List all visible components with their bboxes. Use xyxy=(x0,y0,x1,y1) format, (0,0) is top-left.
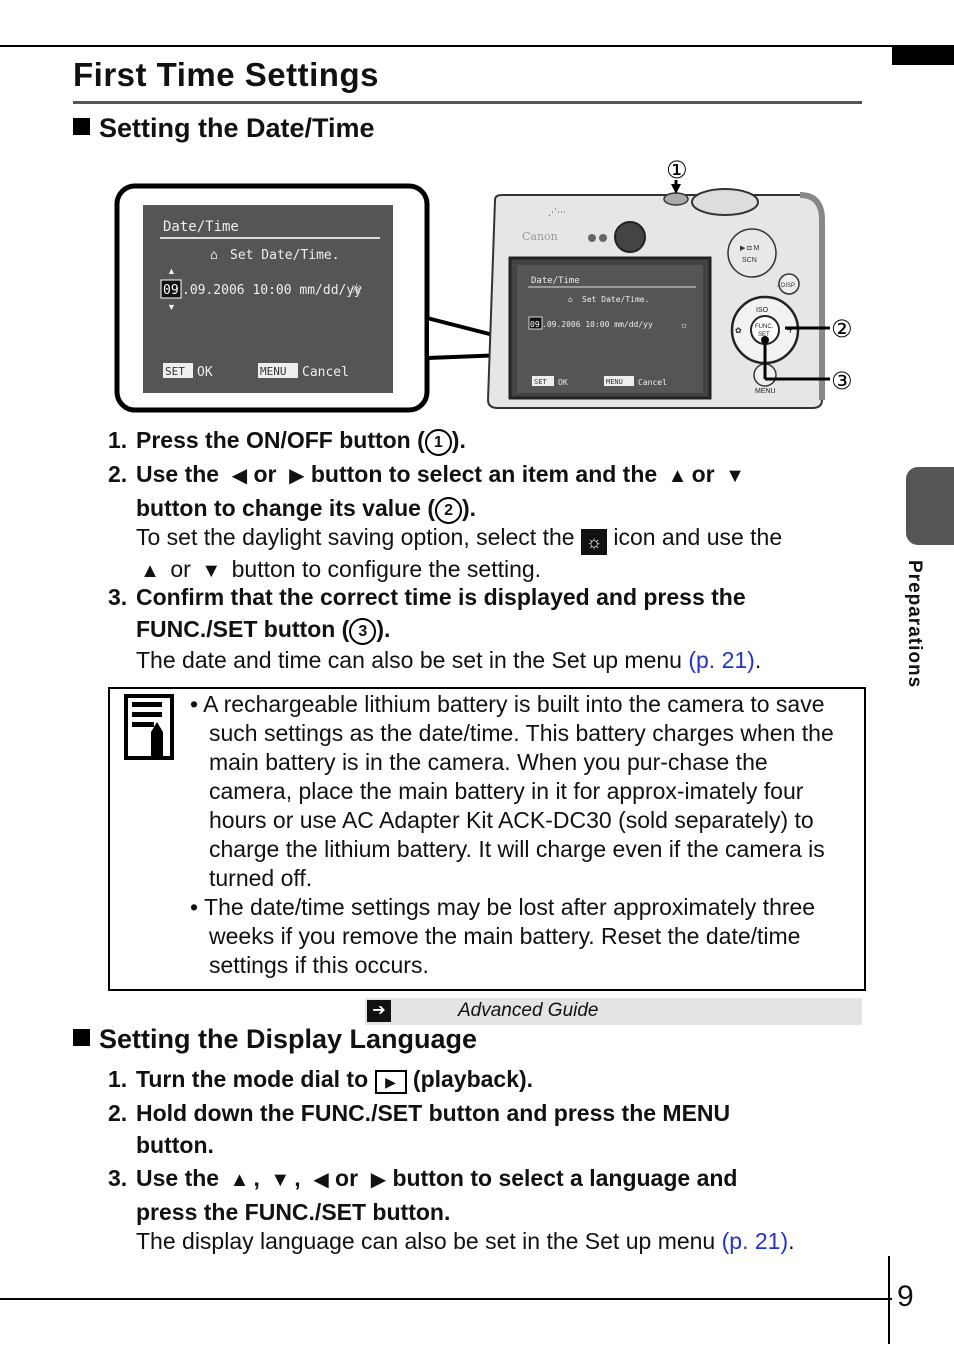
svg-text:▲: ▲ xyxy=(167,266,176,276)
zoom-lcd-menu-key: MENU xyxy=(260,365,287,378)
circled-number-icon: 1 xyxy=(424,429,452,456)
page-title: First Time Settings xyxy=(73,56,379,93)
step-1: 1.Press the ON/OFF button (1). xyxy=(108,424,848,456)
section-heading-date-time: Setting the Date/Time xyxy=(73,113,375,144)
zoom-lcd-field: .09.2006 10:00 mm/dd/yy xyxy=(182,283,362,298)
square-bullet-icon xyxy=(73,1029,90,1046)
square-bullet-icon xyxy=(73,118,90,135)
up-arrow-icon: ▲ xyxy=(667,465,688,487)
svg-text:SET: SET xyxy=(758,332,770,338)
bottom-rule xyxy=(0,1298,892,1300)
camera-illustration: Date/Time ⌂ Set Date/Time. 09 .09.2006 1… xyxy=(114,156,853,413)
camera-brand: Canon xyxy=(522,230,558,243)
svg-text:⌂: ⌂ xyxy=(210,248,218,263)
down-arrow-icon: ▼ xyxy=(270,1169,291,1191)
step-3-note: The date and time can also be set in the… xyxy=(136,647,762,673)
svg-text:Date/Time: Date/Time xyxy=(531,276,580,286)
svg-text:MENU: MENU xyxy=(755,388,776,395)
step-2-note: To set the daylight saving option, selec… xyxy=(136,523,866,586)
up-arrow-icon: ▲ xyxy=(140,560,160,582)
up-arrow-icon: ▲ xyxy=(229,1169,250,1191)
svg-text:Set Date/Time.: Set Date/Time. xyxy=(582,295,649,304)
right-arrow-icon: ▶ xyxy=(370,1169,387,1191)
memo-bullet: • A rechargeable lithium battery is buil… xyxy=(190,691,834,891)
down-arrow-icon: ▼ xyxy=(725,465,745,487)
zoom-lcd-set-key: SET xyxy=(165,365,185,378)
disp-button xyxy=(778,273,800,295)
step-3: 3.Confirm that the correct time is displ… xyxy=(108,581,848,645)
mode-dial xyxy=(727,228,777,278)
callout-1: ① xyxy=(666,156,688,184)
top-corner-tab xyxy=(892,45,954,65)
daylight-saving-icon: ☼ xyxy=(580,529,607,555)
svg-text:09: 09 xyxy=(530,320,540,329)
svg-text:SET: SET xyxy=(534,378,547,386)
callout-3: ③ xyxy=(831,367,853,395)
circled-number-icon: 2 xyxy=(435,497,463,524)
svg-text:.09.2006 10:00 mm/dd/yy: .09.2006 10:00 mm/dd/yy xyxy=(542,320,653,329)
zoom-lcd-subtitle: Set Date/Time. xyxy=(230,248,340,263)
left-arrow-icon: ◀ xyxy=(313,1169,329,1191)
circled-number-icon: 3 xyxy=(349,618,377,645)
svg-text:OK: OK xyxy=(558,378,568,387)
advanced-guide-arrow-icon: ➔ xyxy=(367,1000,391,1022)
memo-icon xyxy=(124,694,174,760)
callout-2: ② xyxy=(831,315,853,343)
advanced-guide-bar xyxy=(365,998,862,1025)
svg-text:☼: ☼ xyxy=(350,282,363,298)
memo-bullet: • The date/time settings may be lost aft… xyxy=(190,894,816,978)
memo-text: • A rechargeable lithium battery is buil… xyxy=(190,690,855,980)
title-rule xyxy=(73,101,862,104)
svg-text:▶ ◘ M: ▶ ◘ M xyxy=(740,245,760,252)
down-arrow-icon: ▼ xyxy=(201,560,222,582)
svg-text:ϟ: ϟ xyxy=(787,325,792,335)
lang-note: The display language can also be set in … xyxy=(136,1228,795,1254)
zoom-lcd-title: Date/Time xyxy=(163,219,239,235)
bottom-vertical-rule xyxy=(888,1256,890,1344)
zoom-lcd-screen xyxy=(143,205,393,393)
section-heading-display-language: Setting the Display Language xyxy=(73,1024,477,1055)
lang-step-3: 3.Use the ▲, ▼, ◀or ▶button to select a … xyxy=(108,1165,738,1225)
zoom-lcd-field-highlight: 09 xyxy=(163,283,179,298)
top-rule xyxy=(0,45,892,47)
advanced-guide-label: Advanced Guide xyxy=(458,1000,599,1021)
svg-text:ISO: ISO xyxy=(756,307,769,314)
svg-text:MENU: MENU xyxy=(606,378,623,386)
side-tab xyxy=(906,467,954,545)
svg-text:⋰⋯: ⋰⋯ xyxy=(548,207,566,217)
svg-text:✿: ✿ xyxy=(735,326,742,335)
lang-step-1: 1.Turn the mode dial to ▶ (playback). xyxy=(108,1066,534,1094)
right-arrow-icon: ▶ xyxy=(289,465,305,487)
lang-step-2: 2.Hold down the FUNC./SET button and pre… xyxy=(108,1100,731,1158)
page-link[interactable]: (p. 21) xyxy=(688,647,755,673)
svg-text:DISP.: DISP. xyxy=(781,283,796,289)
zoom-lcd-cancel: Cancel xyxy=(302,365,349,380)
page-link[interactable]: (p. 21) xyxy=(721,1228,789,1254)
svg-text:SCN: SCN xyxy=(742,257,757,264)
playback-icon: ▶ xyxy=(374,1070,407,1094)
svg-text:▼: ▼ xyxy=(167,302,176,312)
left-arrow-icon: ◀ xyxy=(231,465,248,487)
svg-text:☼: ☼ xyxy=(680,320,688,330)
svg-text:⌂: ⌂ xyxy=(568,295,573,304)
page-number: 9 xyxy=(897,1280,914,1313)
step-2: 2.Use the ◀or ▶button to select an item … xyxy=(108,458,848,524)
svg-text:Cancel: Cancel xyxy=(638,378,667,387)
zoom-lcd-ok: OK xyxy=(197,365,213,380)
side-tab-label: Preparations xyxy=(904,560,925,689)
memo-box xyxy=(108,687,866,991)
svg-text:FUNC.: FUNC. xyxy=(755,324,774,330)
